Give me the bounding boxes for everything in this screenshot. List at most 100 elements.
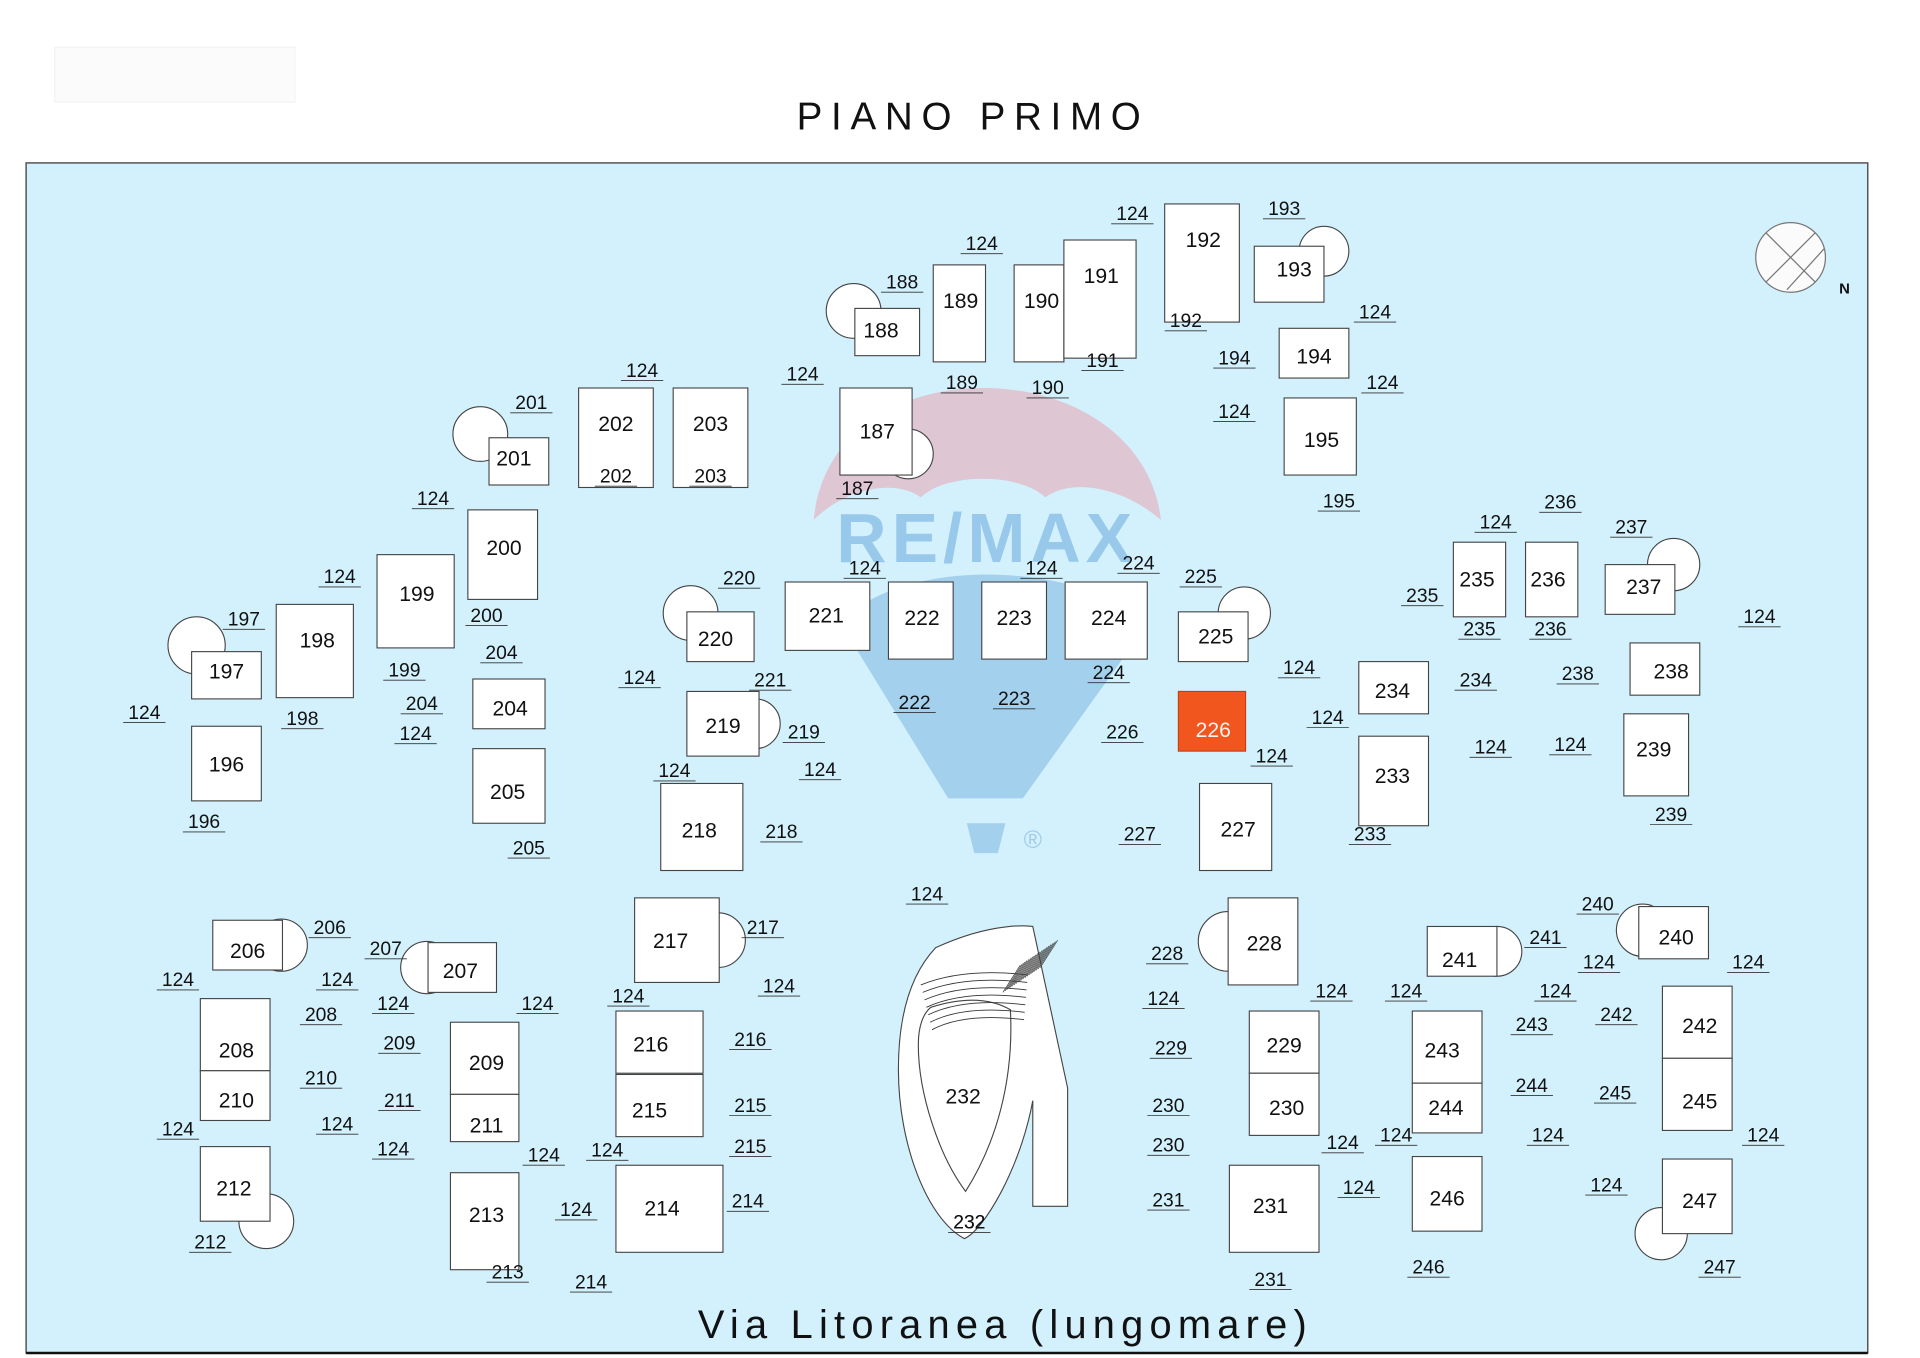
unit-191[interactable]: 191 [1063, 239, 1137, 359]
unit-189[interactable]: 189 [932, 264, 987, 363]
unit-216[interactable]: 216 [615, 1010, 704, 1074]
unit-callout: 220 [717, 568, 761, 589]
unit-208[interactable]: 208 [199, 998, 271, 1072]
unit-245-shape [1661, 1057, 1733, 1131]
unit-198-label: 198 [300, 629, 335, 652]
unit-225[interactable]: 225 [1177, 611, 1249, 663]
unit-228-shape [1227, 897, 1299, 986]
common-area-callout: 124 [620, 361, 664, 382]
unit-237[interactable]: 237 [1604, 564, 1676, 615]
unit-227[interactable]: 227 [1198, 782, 1273, 872]
unit-228[interactable]: 228 [1227, 897, 1299, 986]
svg-text:237: 237 [1615, 518, 1647, 539]
unit-229[interactable]: 229 [1248, 1010, 1320, 1074]
unit-203[interactable]: 203 [672, 387, 749, 489]
unit-211[interactable]: 211 [449, 1093, 520, 1143]
unit-241[interactable]: 241 [1426, 925, 1498, 977]
unit-callout: 228 [1146, 944, 1189, 965]
unit-243[interactable]: 243 [1411, 1010, 1483, 1084]
unit-234[interactable]: 234 [1358, 661, 1430, 715]
unit-213[interactable]: 213 [449, 1172, 520, 1271]
unit-218[interactable]: 218 [660, 782, 744, 872]
unit-197[interactable]: 197 [191, 651, 262, 700]
unit-199[interactable]: 199 [376, 554, 455, 649]
unit-231[interactable]: 231 [1228, 1164, 1320, 1253]
unit-190-shape [1013, 264, 1065, 363]
unit-226[interactable]: 226 [1177, 690, 1247, 752]
svg-text:124: 124 [1532, 1126, 1564, 1147]
unit-209[interactable]: 209 [449, 1021, 520, 1095]
common-area-callout: 124 [757, 976, 801, 997]
unit-210[interactable]: 210 [199, 1070, 271, 1122]
svg-text:124: 124 [1218, 402, 1250, 423]
unit-198[interactable]: 198 [275, 603, 354, 699]
unit-219[interactable]: 219 [686, 690, 760, 757]
unit-211-label: 211 [470, 1114, 504, 1137]
unit-191-shape [1063, 239, 1137, 359]
unit-190[interactable]: 190 [1013, 264, 1065, 363]
unit-202[interactable]: 202 [578, 387, 654, 489]
amphitheater-232[interactable]: 232 232 [897, 925, 1069, 1240]
unit-188[interactable]: 188 [854, 307, 921, 357]
unit-207[interactable]: 207 [427, 942, 498, 993]
unit-195[interactable]: 195 [1283, 397, 1357, 476]
unit-247[interactable]: 247 [1661, 1158, 1733, 1235]
unit-245[interactable]: 245 [1661, 1057, 1733, 1131]
unit-217[interactable]: 217 [634, 897, 720, 983]
unit-235[interactable]: 235 [1452, 541, 1507, 618]
unit-212[interactable]: 212 [199, 1146, 271, 1222]
common-area-callout: 124 [1277, 658, 1321, 679]
svg-text:236: 236 [1544, 493, 1576, 514]
unit-230[interactable]: 230 [1248, 1072, 1320, 1136]
unit-200[interactable]: 200 [467, 509, 539, 600]
unit-239[interactable]: 239 [1623, 713, 1690, 797]
unit-215[interactable]: 215 [615, 1073, 704, 1138]
balloon-basket-icon [966, 823, 1006, 854]
unit-206[interactable]: 206 [212, 919, 284, 971]
svg-text:124: 124 [804, 760, 836, 781]
svg-text:202: 202 [600, 467, 632, 488]
svg-text:212: 212 [194, 1233, 226, 1254]
unit-220-shape [686, 611, 755, 663]
common-area-callout: 124 [372, 1139, 415, 1160]
unit-214[interactable]: 214 [615, 1164, 724, 1253]
unit-223[interactable]: 223 [981, 581, 1048, 660]
unit-205[interactable]: 205 [472, 748, 546, 824]
unit-callout: 213 [486, 1262, 529, 1283]
unit-245-label: 245 [1682, 1091, 1717, 1114]
unit-235-shape [1452, 541, 1507, 618]
unit-244[interactable]: 244 [1411, 1082, 1483, 1134]
unit-223-label: 223 [996, 607, 1031, 630]
unit-221[interactable]: 221 [784, 581, 871, 651]
unit-192[interactable]: 192 [1164, 203, 1240, 323]
unit-241-label: 241 [1442, 949, 1477, 972]
unit-193[interactable]: 193 [1253, 245, 1325, 303]
svg-text:124: 124 [560, 1200, 592, 1221]
svg-text:234: 234 [1460, 670, 1492, 691]
page-title: PIANO PRIMO [797, 95, 1150, 138]
svg-text:200: 200 [470, 606, 502, 627]
unit-187[interactable]: 187 [839, 387, 913, 476]
unit-233[interactable]: 233 [1358, 735, 1430, 827]
unit-220[interactable]: 220 [686, 611, 755, 663]
unit-callout: 241 [1524, 928, 1567, 949]
unit-callout: 229 [1149, 1039, 1193, 1060]
unit-224[interactable]: 224 [1064, 581, 1148, 660]
unit-247-shape [1661, 1158, 1733, 1235]
unit-222[interactable]: 222 [887, 581, 954, 660]
unit-236[interactable]: 236 [1524, 541, 1579, 618]
unit-199-shape [376, 554, 455, 649]
unit-196[interactable]: 196 [191, 725, 262, 802]
unit-callout: 215 [729, 1096, 772, 1117]
unit-204[interactable]: 204 [472, 678, 546, 730]
unit-242[interactable]: 242 [1661, 985, 1733, 1059]
unit-194[interactable]: 194 [1278, 327, 1350, 379]
unit-240[interactable]: 240 [1638, 906, 1710, 960]
unit-201[interactable]: 201 [488, 437, 550, 486]
common-area-callout: 124 [1534, 981, 1577, 1002]
unit-246[interactable]: 246 [1411, 1155, 1483, 1232]
unit-244-label: 244 [1428, 1097, 1464, 1120]
svg-text:219: 219 [788, 723, 820, 744]
svg-text:224: 224 [1122, 554, 1154, 575]
unit-238[interactable]: 238 [1629, 642, 1701, 696]
